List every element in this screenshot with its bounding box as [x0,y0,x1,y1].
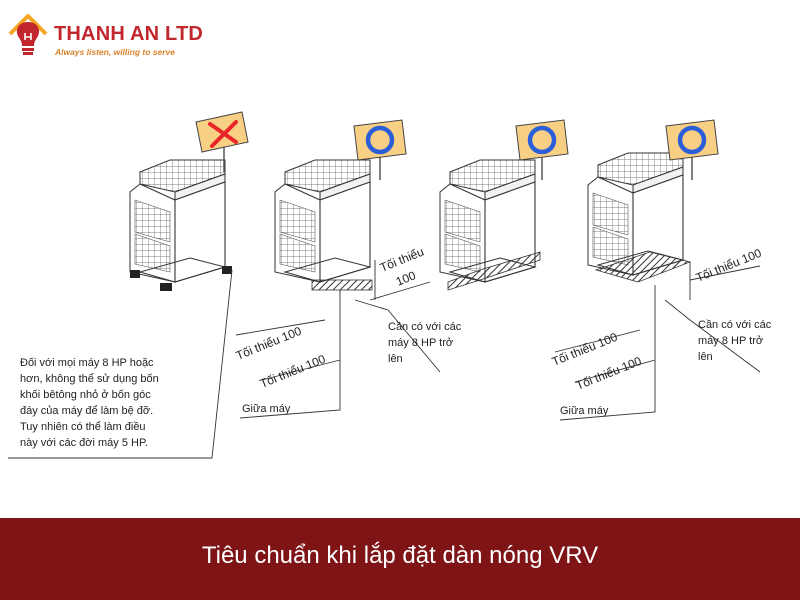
unit-1-not-allowed [129,110,250,291]
required-note-line: Cần có với các [698,319,772,331]
min-distance-label: Tối thiểu 100 [550,330,620,369]
required-note-line: Cần có với các [388,321,462,333]
brand-name: THANH AN LTD [54,23,204,45]
min-distance-label: Tối thiểu 100 [574,354,644,393]
installation-diagram: Đối với mọi máy 8 HP hoặc hơn, không thể… [8,110,772,459]
caption-bar: Tiêu chuẩn khi lắp đặt dàn nóng VRV [0,518,800,600]
required-note-line: máy 8 HP trở [388,337,453,349]
min-distance-label: Tối thiểu 100 [258,352,328,391]
required-note-line: máy 8 HP trở [698,335,763,347]
note-line: Tuy nhiên có thể làm điều [20,421,146,433]
min-distance-label: Tối thiểu 100 [694,246,764,285]
note-line: khối bêtông nhỏ ở bốn góc [20,389,151,401]
warning-note: Đối với mọi máy 8 HP hoặc hơn, không thể… [20,357,159,449]
unit-3-allowed [439,120,568,291]
min-distance-label: 100 [394,268,418,289]
middle-label: Giữa máy [242,403,291,415]
required-note-line: lên [388,353,403,365]
dimension-lines [8,260,761,459]
note-line: này với các đời máy 5 HP. [20,437,148,449]
unit-4-allowed [587,120,718,283]
note-line: đáy của máy để làm bệ đỡ. [20,405,153,417]
note-line: hơn, không thể sử dụng bốn [20,373,159,385]
note-line: Đối với mọi máy 8 HP hoặc [20,357,154,369]
brand-logo: THANH AN LTD Always listen, willing to s… [6,8,206,60]
brand-tagline: Always listen, willing to serve [55,47,175,57]
middle-label: Giữa máy [560,405,609,417]
required-note-line: lên [698,351,713,363]
caption-text: Tiêu chuẩn khi lắp đặt dàn nóng VRV [201,542,599,569]
min-distance-label: Tối thiểu [378,245,426,275]
unit-2-allowed [274,120,406,291]
house-bulb-logo-icon [8,14,48,55]
